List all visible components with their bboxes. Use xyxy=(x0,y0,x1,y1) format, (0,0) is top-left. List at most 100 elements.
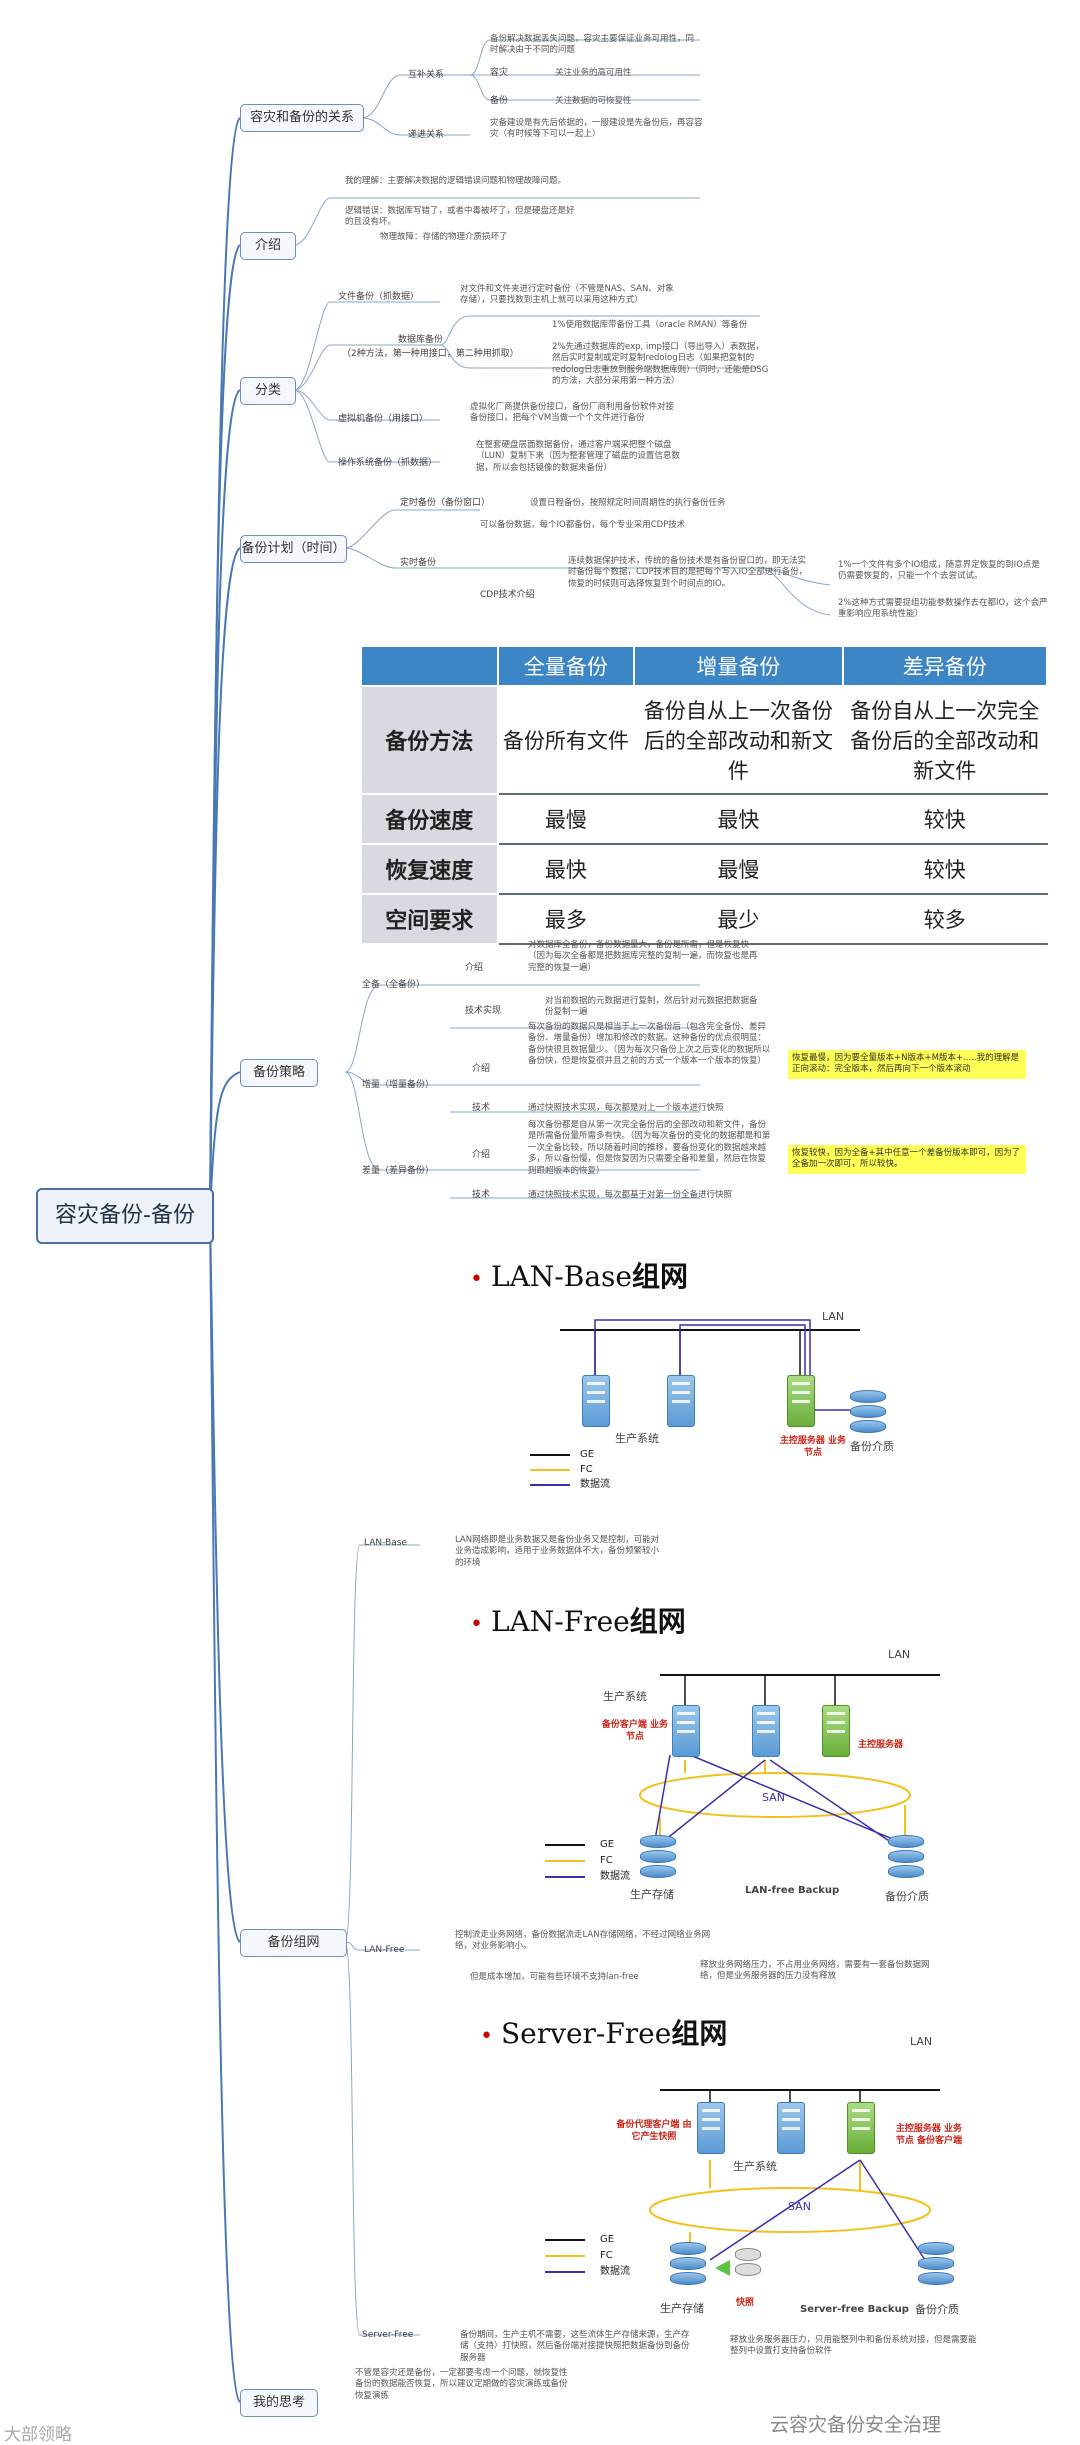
serverfree-storage-label: 生产存储 xyxy=(660,2302,704,2315)
thinking-note: 不管是容灾还是备份，一定都要考虑一个问题，就恢复性备份的数据能否恢复，所以建议定… xyxy=(355,2368,568,2401)
legend-ge: GE xyxy=(600,2234,615,2245)
table-cell: 较快 xyxy=(841,793,1048,845)
lanbase-master-label: 主控服务器 业务节点 xyxy=(779,1436,847,1458)
san-ring xyxy=(639,1772,911,1818)
complement-label: 互补关系 xyxy=(408,70,445,80)
lanbase-title: •LAN-Base组网 xyxy=(470,1260,688,1293)
realtime-backup-note: 可以备份数据，每个IO都备份，每个专业采用CDP技术 xyxy=(480,520,686,530)
complement-note: 备份解决数据丢失问题，容灾主要保证业务可用性，同时解决由于不同的问题 xyxy=(490,34,695,56)
lanbase-diagram xyxy=(530,1319,860,1486)
watermark-right: 云容灾备份安全治理 xyxy=(770,2414,942,2436)
timed-backup-note: 设置日程备份，按照规定时间周期性的执行备份任务 xyxy=(530,498,726,508)
db-backup-note-1: 1%使用数据库带备份工具（oracle RMAN）等备份 xyxy=(552,320,748,330)
strategy-node[interactable]: 备份策略 xyxy=(240,1059,318,1087)
row-label: 恢复速度 xyxy=(360,843,499,895)
table-row: 恢复速度 最快 最慢 较快 xyxy=(360,843,1048,895)
lanfree-title: •LAN-Free组网 xyxy=(470,1605,686,1638)
intro-node[interactable]: 介绍 xyxy=(240,232,296,260)
row-label: 空间要求 xyxy=(360,893,499,945)
lanfree-branch-label: LAN-Free xyxy=(364,1945,405,1955)
cdp-label: CDP技术介绍 xyxy=(480,590,535,600)
full-tech-note: 对当前数据的元数据进行复制，然后针对元数据把数据备份复制一遍 xyxy=(545,996,758,1018)
inc-intro-note: 每次备份的数据只是相当于上一次备份后（包含完全备份、差异备份、增量备份）增加和修… xyxy=(528,1022,771,1067)
inc-intro-label: 介绍 xyxy=(472,1064,491,1074)
thinking-node[interactable]: 我的思考 xyxy=(240,2389,318,2417)
realtime-backup-label: 实时备份 xyxy=(400,558,437,568)
legend-ge: GE xyxy=(600,1839,615,1850)
vm-backup-note: 虚拟化厂商提供备份接口，备份厂商利用备份软件对接备份接口，把每个VM当做一个个文… xyxy=(470,402,675,424)
serverfree-title: •Server-Free组网 xyxy=(480,2017,728,2050)
inc-highlight-note: 恢复最慢，因为要全量版本+N版本+M版本+.....我的理解是正向滚动：完全版本… xyxy=(788,1050,1026,1079)
db-backup-sub: （2种方法，第一种用接口，第二种用抓取） xyxy=(342,349,519,359)
db-backup-label: 数据库备份 xyxy=(398,335,444,345)
table-cell: 较快 xyxy=(841,843,1048,895)
serverfree-diagram xyxy=(545,2089,940,2276)
intro-line-2: 逻辑错误：数据库写错了，或者中毒被坏了，但是硬盘还是好的且没有坏。 xyxy=(345,206,575,228)
backup-label: 备份 xyxy=(490,96,509,106)
table-cell: 最快 xyxy=(633,793,844,845)
lanfree-branch-note-3: 释放业务网络压力，不占用业务网络，需要有一套备份数据网络，但是业务服务器的压力没… xyxy=(700,1960,930,1982)
inc-tech-note: 通过快照技术实现，每次都是对上一个版本进行快照 xyxy=(528,1103,724,1113)
serverfree-master-server xyxy=(847,2102,875,2154)
full-intro-label: 介绍 xyxy=(465,963,484,973)
table-cell: 最慢 xyxy=(496,793,636,845)
lanbase-title-prefix: LAN-Base xyxy=(490,1260,632,1293)
lanfree-branch-note-2: 但是成本增加，可能有些环境不支持lan-free xyxy=(470,1972,639,1982)
relation-node[interactable]: 容灾和备份的关系 xyxy=(240,104,364,132)
legend-fc: FC xyxy=(600,1855,613,1866)
lanfree-branch-note-1: 控制流走业务网络，备份数据流走LAN存储网络，不经过网络业务网络，对业务影响小。 xyxy=(455,1930,711,1952)
table-cell: 最快 xyxy=(496,843,636,895)
root-node[interactable]: 容灾备份-备份 xyxy=(36,1188,214,1244)
lanbase-branch-note: LAN网络即是业务数据又是备份业务又是控制，可能对业务造成影响，适用于业务数据体… xyxy=(455,1535,660,1568)
table-header-full: 全量备份 xyxy=(496,645,636,687)
table-cell: 最慢 xyxy=(633,843,844,895)
serverfree-san-label: SAN xyxy=(788,2200,811,2213)
plan-node[interactable]: 备份计划（时间） xyxy=(240,535,347,563)
diff-intro-note: 每次备份都是自从第一次完全备份后的全部改动和新文件，备份是所需备份量所需多有快。… xyxy=(528,1120,771,1176)
table-row: 备份速度 最慢 最快 较快 xyxy=(360,793,1048,845)
full-intro-note: 对数据库全备份，备份数据量大，备份是所需，但是恢复快（因为每次全备都是把数据库完… xyxy=(528,940,758,973)
classify-node[interactable]: 分类 xyxy=(240,377,296,405)
vm-backup-label: 虚拟机备份（用接口） xyxy=(338,414,429,424)
serverfree-prod-label: 生产系统 xyxy=(733,2160,777,2173)
legend-flow: 数据流 xyxy=(600,1871,630,1882)
serverfree-media-label: 备份介质 xyxy=(915,2303,959,2316)
os-backup-note: 在整套硬盘层面数据备份，通过客户端采把整个磁盘（LUN）复制下来（因为整套管理了… xyxy=(476,440,680,473)
watermark-left: 大部领略 xyxy=(4,2425,72,2445)
lanfree-lan-label: LAN xyxy=(888,1648,911,1661)
lanfree-client-server xyxy=(672,1705,700,1757)
lanfree-title-suffix: 组网 xyxy=(629,1605,686,1638)
network-node[interactable]: 备份组网 xyxy=(240,1929,347,1957)
inc-backup-label: 增量（增量备份） xyxy=(362,1080,435,1090)
legend-flow: 数据流 xyxy=(580,1479,610,1490)
cdp-reason-2: 2%这种方式需要捉组功能参数操作去在都IO，这个会严重影响应用系统性能） xyxy=(838,598,1048,620)
intro-line-1: 我的理解：主要解决数据的逻辑错误问题和物理故障问题。 xyxy=(345,176,567,186)
lanbase-title-suffix: 组网 xyxy=(631,1260,688,1293)
serverfree-title-suffix: 组网 xyxy=(671,2017,728,2050)
serverfree-prod-server xyxy=(777,2102,805,2154)
lanfree-storage-label: 生产存储 xyxy=(630,1888,674,1901)
inc-tech-label: 技术 xyxy=(472,1103,491,1113)
lanfree-prod-server xyxy=(752,1705,780,1757)
backup-comparison-table: 全量备份 增量备份 差异备份 备份方法 备份所有文件 备份自从上一次备份后的全部… xyxy=(360,645,1048,945)
table-row: 备份方法 备份所有文件 备份自从上一次备份后的全部改动和新文件 备份自从上一次完… xyxy=(360,685,1048,795)
file-backup-label: 文件备份（抓数据） xyxy=(338,292,420,302)
lanfree-diagram xyxy=(545,1674,940,1878)
lanbase-data-flow xyxy=(594,1319,811,1390)
serverfree-title-prefix: Server-Free xyxy=(500,2017,672,2050)
lanfree-san-label: SAN xyxy=(762,1791,785,1804)
lanfree-prod-label: 生产系统 xyxy=(603,1690,647,1703)
row-label: 备份方法 xyxy=(360,685,499,795)
table-cell: 备份自从上一次完全备份后的全部改动和新文件 xyxy=(841,685,1048,795)
file-backup-note: 对文件和文件夹进行定时备份（不管是NAS、SAN、对象存储），只要找数到主机上就… xyxy=(460,284,674,306)
cdp-reason-1: 1%一个文件有多个IO组成，随意界定恢复的到IO点是仍需要恢复的，只能一个个去尝… xyxy=(838,560,1040,582)
full-backup-label: 全备（全备份） xyxy=(362,980,426,990)
diff-intro-label: 介绍 xyxy=(472,1150,491,1160)
diff-backup-label: 差量（差异备份） xyxy=(362,1166,435,1176)
row-label: 备份速度 xyxy=(360,793,499,845)
dr-note: 关注业务的高可用性 xyxy=(555,68,632,78)
table-cell: 最少 xyxy=(633,893,844,945)
os-backup-label: 操作系统备份（抓数据） xyxy=(338,458,438,468)
intro-line-3: 物理故障：存储的物理介质损坏了 xyxy=(380,232,508,242)
